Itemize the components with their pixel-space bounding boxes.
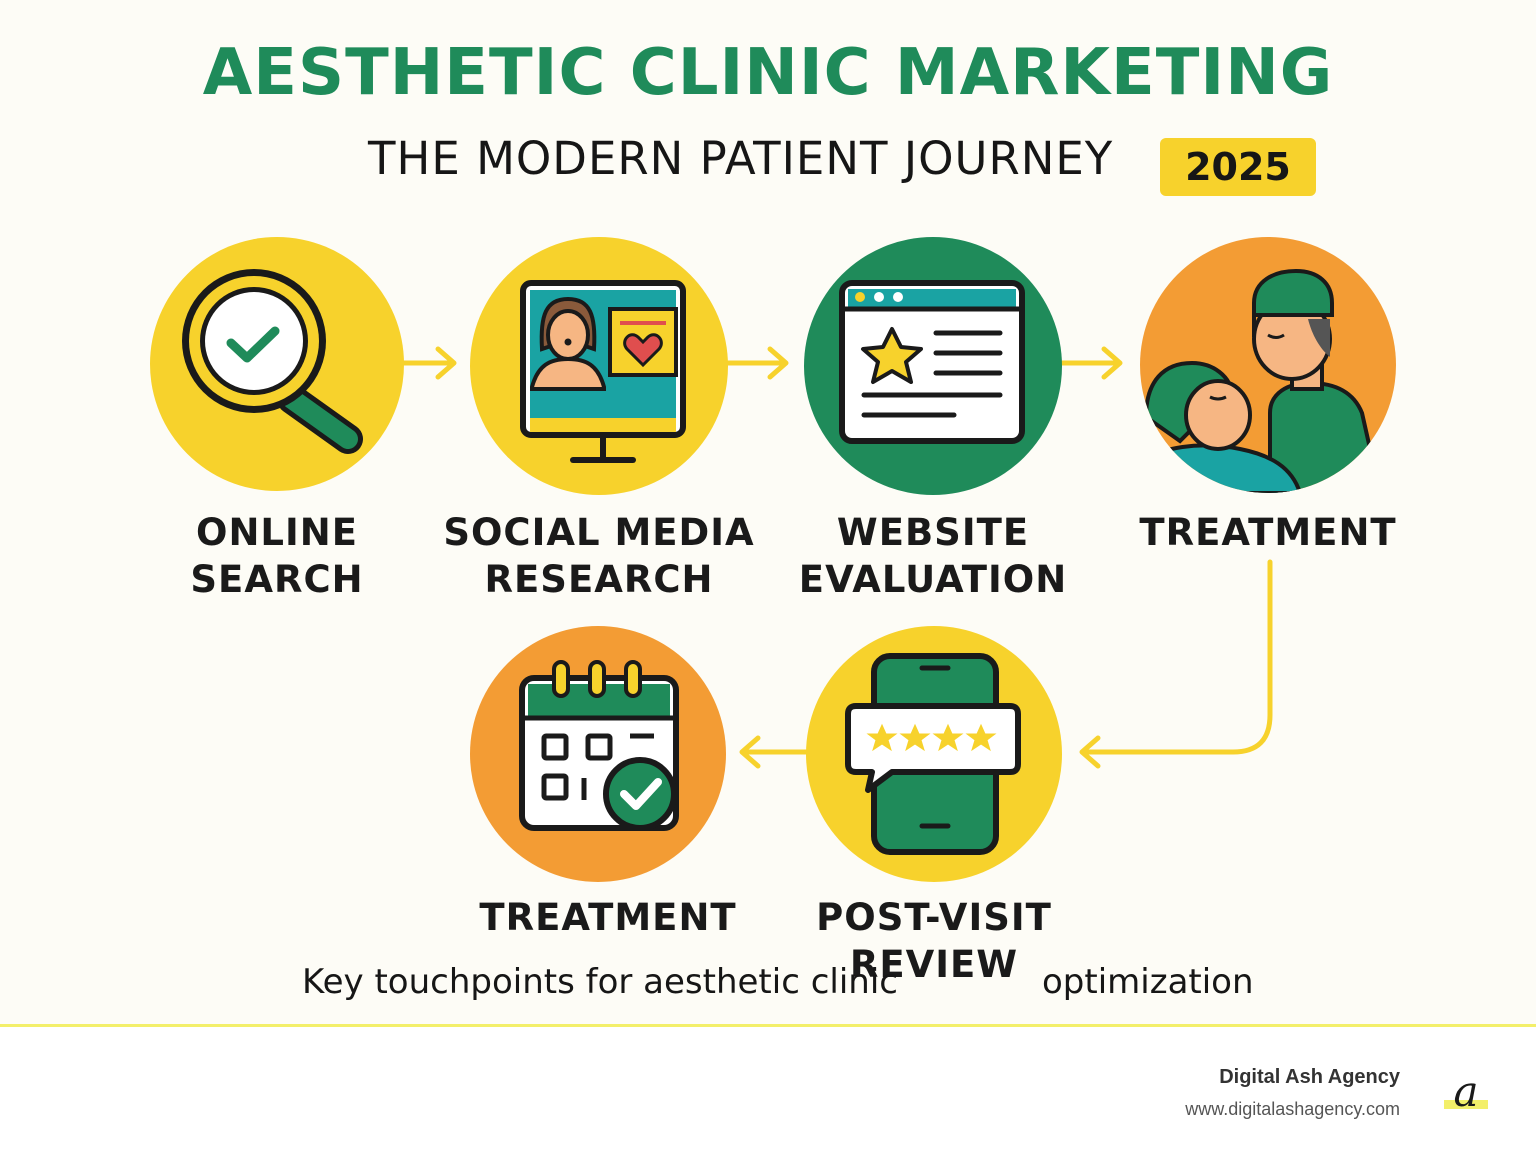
step-label-line: TREATMENT bbox=[1139, 511, 1397, 554]
step-label-line: RESEARCH bbox=[484, 558, 714, 601]
page-subtitle: THE MODERN PATIENT JOURNEY bbox=[368, 132, 1114, 185]
step-booking-label: TREATMENT bbox=[458, 894, 758, 941]
arrow-website-to-treatment bbox=[1059, 346, 1123, 380]
step-social-research-label: SOCIAL MEDIA RESEARCH bbox=[440, 509, 758, 603]
magnifier-check-icon bbox=[182, 269, 363, 454]
agency-logo-icon: a bbox=[1444, 1070, 1488, 1114]
arrow-search-to-social bbox=[401, 346, 457, 380]
step-label-line: POST-VISIT bbox=[816, 896, 1052, 939]
caption-left: Key touchpoints for aesthetic clinic bbox=[302, 962, 898, 1002]
footer-divider bbox=[0, 1024, 1536, 1027]
caption-right: optimization bbox=[1042, 962, 1254, 1002]
step-label-line: REVIEW bbox=[849, 943, 1019, 986]
step-online-search-label: ONLINE SEARCH bbox=[150, 509, 404, 603]
journey-connectors bbox=[401, 346, 1273, 769]
step-website-evaluation-label: WEBSITE EVALUATION bbox=[783, 509, 1083, 603]
arrow-review-to-booking bbox=[739, 735, 809, 769]
phone-review-stars-icon bbox=[845, 653, 1021, 855]
step-treatment-circle bbox=[1140, 237, 1396, 493]
calendar-check-icon bbox=[519, 660, 679, 831]
footer-url: www.digitalashagency.com bbox=[1185, 1099, 1400, 1119]
arrow-treatment-to-review bbox=[1079, 559, 1273, 769]
year-badge: 2025 bbox=[1160, 138, 1316, 196]
footer-company-name: Digital Ash Agency bbox=[1219, 1066, 1400, 1088]
browser-star-icon bbox=[839, 280, 1025, 444]
logo-letter: a bbox=[1453, 1070, 1478, 1114]
arrow-social-to-website bbox=[725, 346, 789, 380]
step-label-line: WEBSITE bbox=[836, 511, 1030, 554]
step-label-line: SEARCH bbox=[190, 558, 364, 601]
step-post-visit-review-label: POST-VISIT REVIEW bbox=[784, 894, 1084, 988]
page-title: AESTHETIC CLINIC MARKETING bbox=[202, 36, 1334, 110]
doctor-patient-icon bbox=[1140, 268, 1383, 493]
step-label-line: ONLINE bbox=[195, 511, 358, 554]
step-label-line: EVALUATION bbox=[798, 558, 1068, 601]
step-treatment-label: TREATMENT bbox=[1118, 509, 1418, 556]
step-label-line: TREATMENT bbox=[479, 896, 737, 939]
monitor-profile-heart-icon bbox=[520, 280, 686, 463]
step-label-line: SOCIAL MEDIA bbox=[443, 511, 755, 554]
